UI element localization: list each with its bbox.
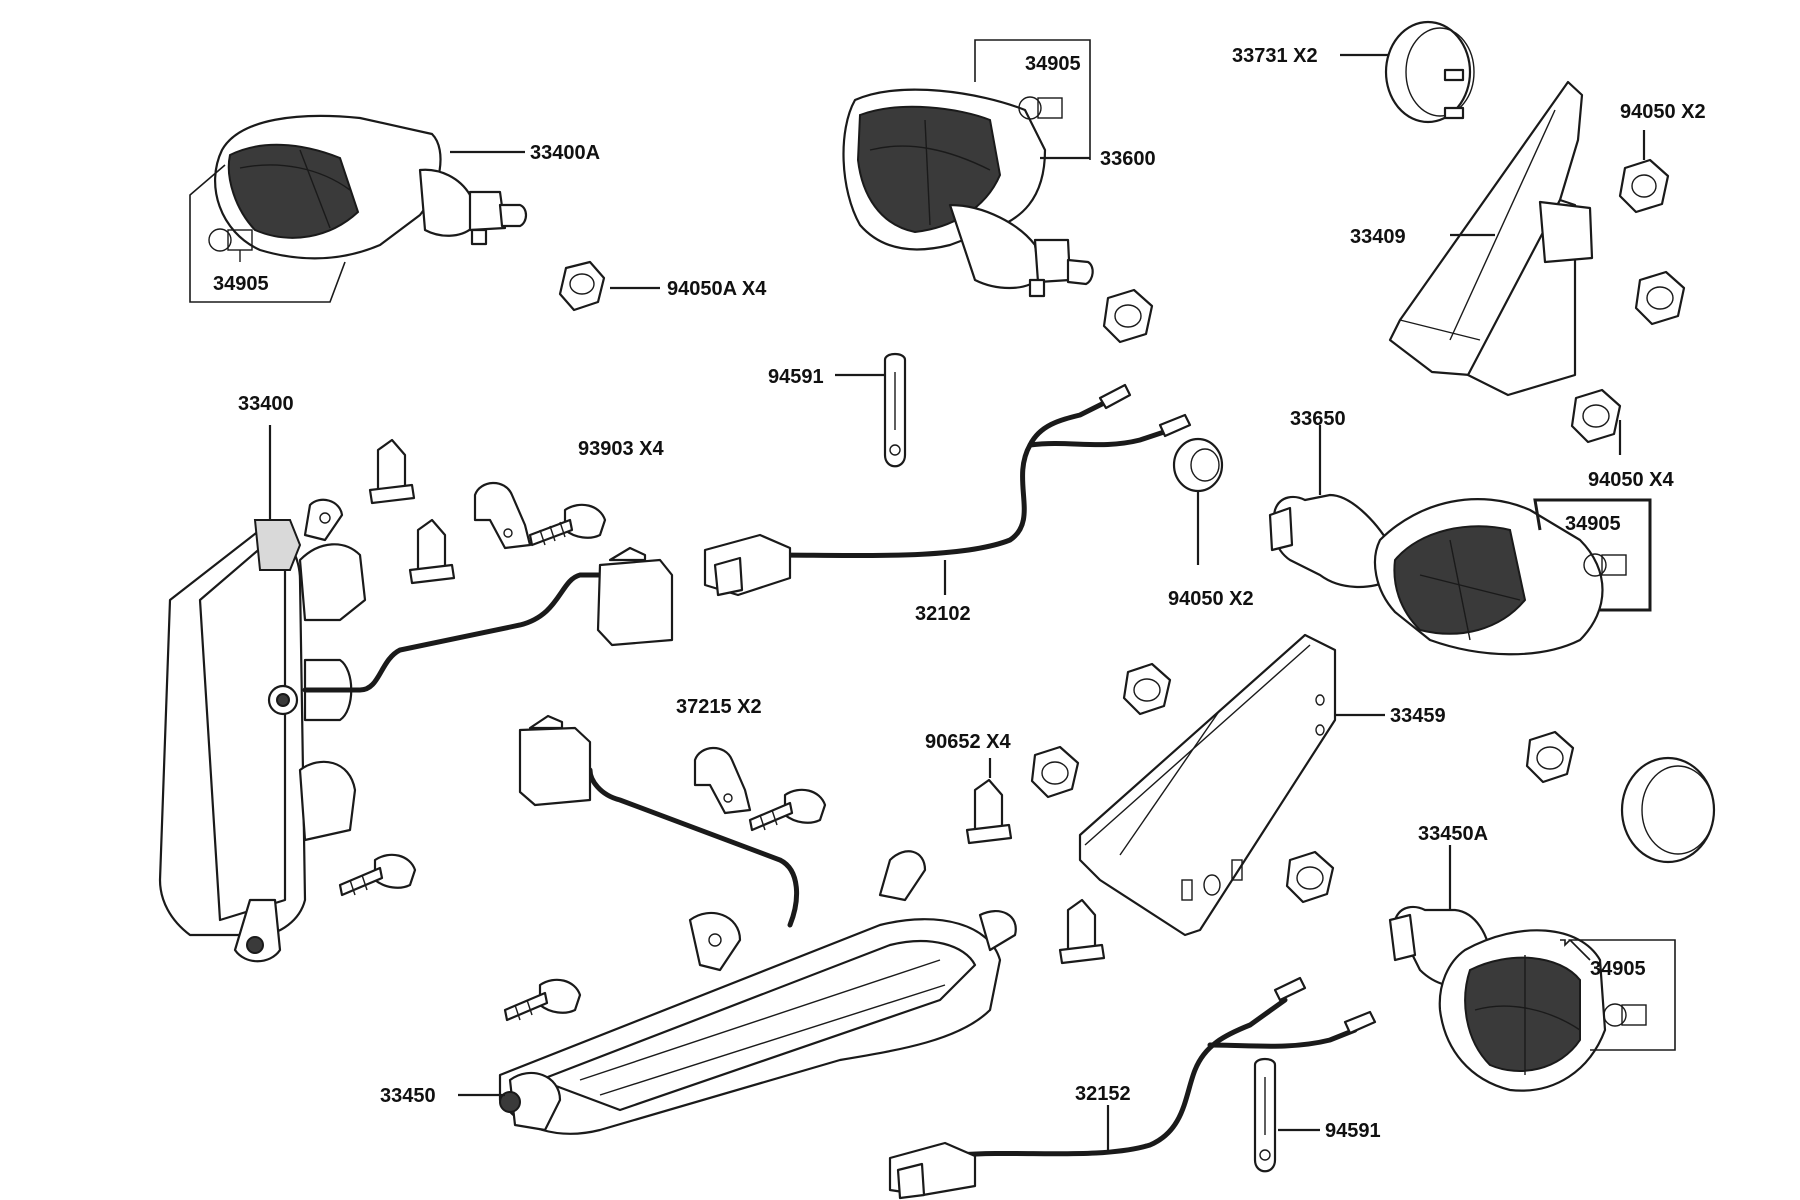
label-33409: 33409 — [1350, 226, 1406, 248]
label-33650: 33650 — [1290, 408, 1346, 430]
bulb-box-34905-b — [974, 39, 1091, 160]
label-34905-b: 34905 — [1025, 53, 1081, 75]
harness-32102 — [703, 383, 1192, 597]
washer-94050-mid — [1172, 437, 1224, 493]
nut-94050-r1 — [1618, 158, 1670, 214]
label-94050-x2-top: 94050 X2 — [1620, 101, 1706, 123]
label-33600: 33600 — [1100, 148, 1156, 170]
turn-signal-33450 — [498, 850, 1017, 1135]
label-94591-top: 94591 — [768, 366, 824, 388]
clamp-37215-b — [693, 746, 752, 815]
bracket-33459 — [1078, 633, 1337, 937]
label-32102: 32102 — [915, 603, 971, 625]
turn-signal-33450A — [1388, 905, 1607, 1092]
label-94591-bottom: 94591 — [1325, 1120, 1381, 1142]
cap-disc — [1620, 756, 1716, 864]
screw-93903-d — [503, 978, 582, 1022]
label-34905-a: 34905 — [213, 273, 269, 295]
label-34905-c: 34905 — [1565, 513, 1621, 535]
nut-94050-r2 — [1634, 270, 1686, 326]
label-32152: 32152 — [1075, 1083, 1131, 1105]
label-33450A: 33450A — [1418, 823, 1488, 845]
label-33459: 33459 — [1390, 705, 1446, 727]
turn-signal-33400A — [214, 114, 528, 260]
rivet-90652-b — [408, 518, 456, 585]
nut-33459-b — [1030, 745, 1080, 799]
clamp-37215-a — [473, 481, 532, 550]
bulb-box-34905-c — [1533, 498, 1652, 612]
turn-signal-33400 — [158, 498, 367, 963]
label-90652: 90652 X4 — [925, 731, 1012, 753]
nut-94050-top-mid — [1102, 288, 1154, 344]
label-33731: 33731 X2 — [1232, 45, 1318, 67]
bulb-box-34905-d — [1560, 939, 1676, 1051]
wire-33450 — [518, 714, 800, 928]
clip-94591-bottom — [1253, 1057, 1277, 1173]
nut-33459-a — [1122, 662, 1172, 716]
screw-93903-b — [338, 853, 417, 897]
nut-94050A — [558, 260, 606, 312]
screw-93903-a — [528, 503, 607, 547]
nut-33459-c — [1285, 850, 1335, 904]
nut-33459-d — [1525, 730, 1575, 784]
harness-32152 — [888, 976, 1377, 1200]
label-94050A: 94050A X4 — [667, 278, 767, 300]
rivet-90652-d — [1058, 898, 1106, 965]
turn-signal-33600 — [842, 88, 1094, 298]
cap-33731 — [1384, 20, 1475, 124]
label-33450: 33450 — [380, 1085, 436, 1107]
label-33400: 33400 — [238, 393, 294, 415]
nut-94050-r3 — [1570, 388, 1622, 444]
label-93903: 93903 X4 — [578, 438, 665, 460]
label-94050-x4: 94050 X4 — [1588, 469, 1675, 491]
bracket-33409 — [1388, 80, 1594, 397]
screw-93903-c — [748, 788, 827, 832]
label-37215: 37215 X2 — [676, 696, 762, 718]
rivet-90652-c — [965, 778, 1013, 845]
label-94050-x2-mid: 94050 X2 — [1168, 588, 1254, 610]
clip-94591-top — [883, 352, 907, 468]
wire-33400 — [302, 546, 674, 693]
label-33400A: 33400A — [530, 142, 600, 164]
label-34905-d: 34905 — [1590, 958, 1646, 980]
rivet-90652-a — [368, 438, 416, 505]
bulb-box-34905-a — [189, 164, 346, 303]
turn-signal-33650 — [1268, 493, 1604, 656]
